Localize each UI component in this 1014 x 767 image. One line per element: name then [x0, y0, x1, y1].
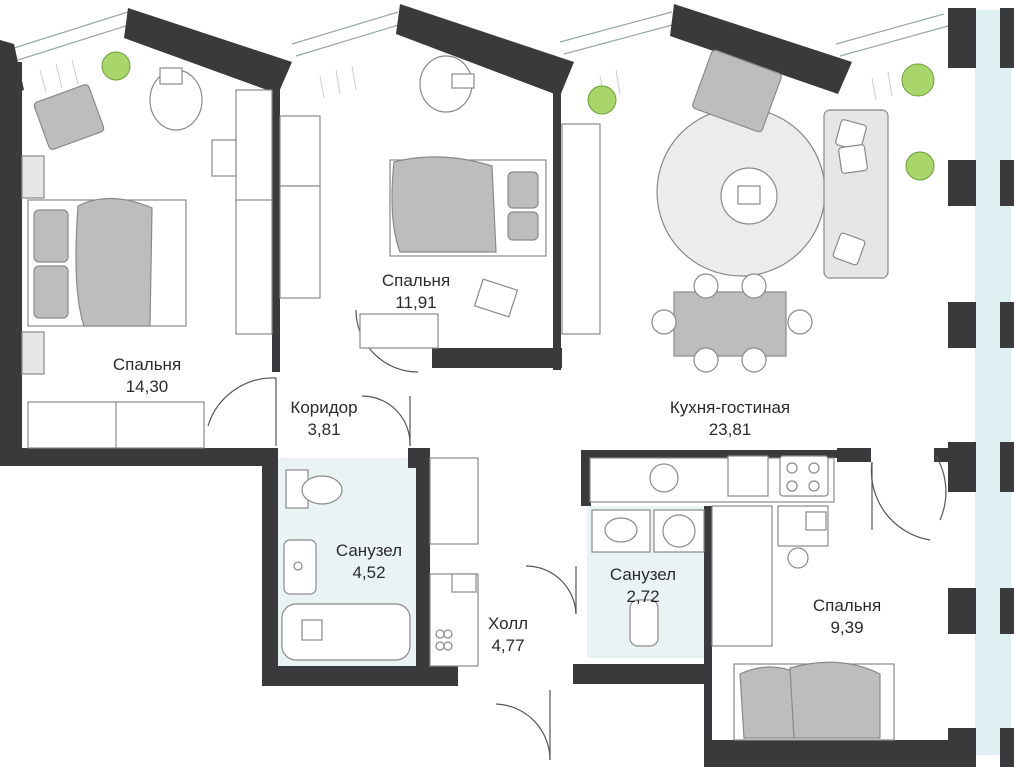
- bedroom2-furniture: [279, 55, 601, 349]
- room-bedroom2-label: Спальня 11,91: [382, 270, 450, 314]
- room-name: Коридор: [290, 398, 358, 417]
- plants: [101, 51, 935, 181]
- room-name: Холл: [487, 614, 529, 633]
- bedroom3-furniture: [733, 661, 895, 741]
- room-kitchen-label: Кухня-гостиная 23,81: [670, 397, 790, 441]
- windows: [13, 11, 949, 61]
- room-name: Спальня: [381, 271, 451, 290]
- room-area: 4,77: [491, 636, 525, 655]
- bedroom1-furniture: [21, 67, 273, 449]
- facade-glazing: [948, 8, 1014, 767]
- room-bath2-label: Санузел 2,72: [610, 564, 676, 608]
- room-bedroom3-label: Спальня 9,39: [813, 595, 881, 639]
- living-furniture: [589, 49, 889, 503]
- room-name: Кухня-гостиная: [669, 398, 791, 417]
- room-area: 3,81: [307, 420, 341, 439]
- room-area: 2,72: [626, 587, 660, 606]
- room-hall-label: Холл 4,77: [488, 613, 528, 657]
- room-name: Санузел: [335, 541, 403, 560]
- room-bedroom1-label: Спальня 14,30: [113, 354, 181, 398]
- room-area: 4,52: [352, 563, 386, 582]
- room-area: 9,39: [830, 618, 864, 637]
- door-swings: [207, 309, 947, 761]
- room-corridor-label: Коридор 3,81: [290, 397, 357, 441]
- room-name: Санузел: [609, 565, 677, 584]
- bath1-fixtures: [281, 457, 479, 667]
- walls: [0, 4, 948, 767]
- room-area: 23,81: [708, 420, 752, 439]
- room-area: 11,91: [395, 293, 437, 312]
- room-bath1-label: Санузел 4,52: [336, 540, 402, 584]
- room-name: Спальня: [112, 355, 182, 374]
- bath2-fixtures: [591, 505, 829, 647]
- room-name: Спальня: [812, 596, 882, 615]
- room-area: 14,30: [125, 377, 169, 396]
